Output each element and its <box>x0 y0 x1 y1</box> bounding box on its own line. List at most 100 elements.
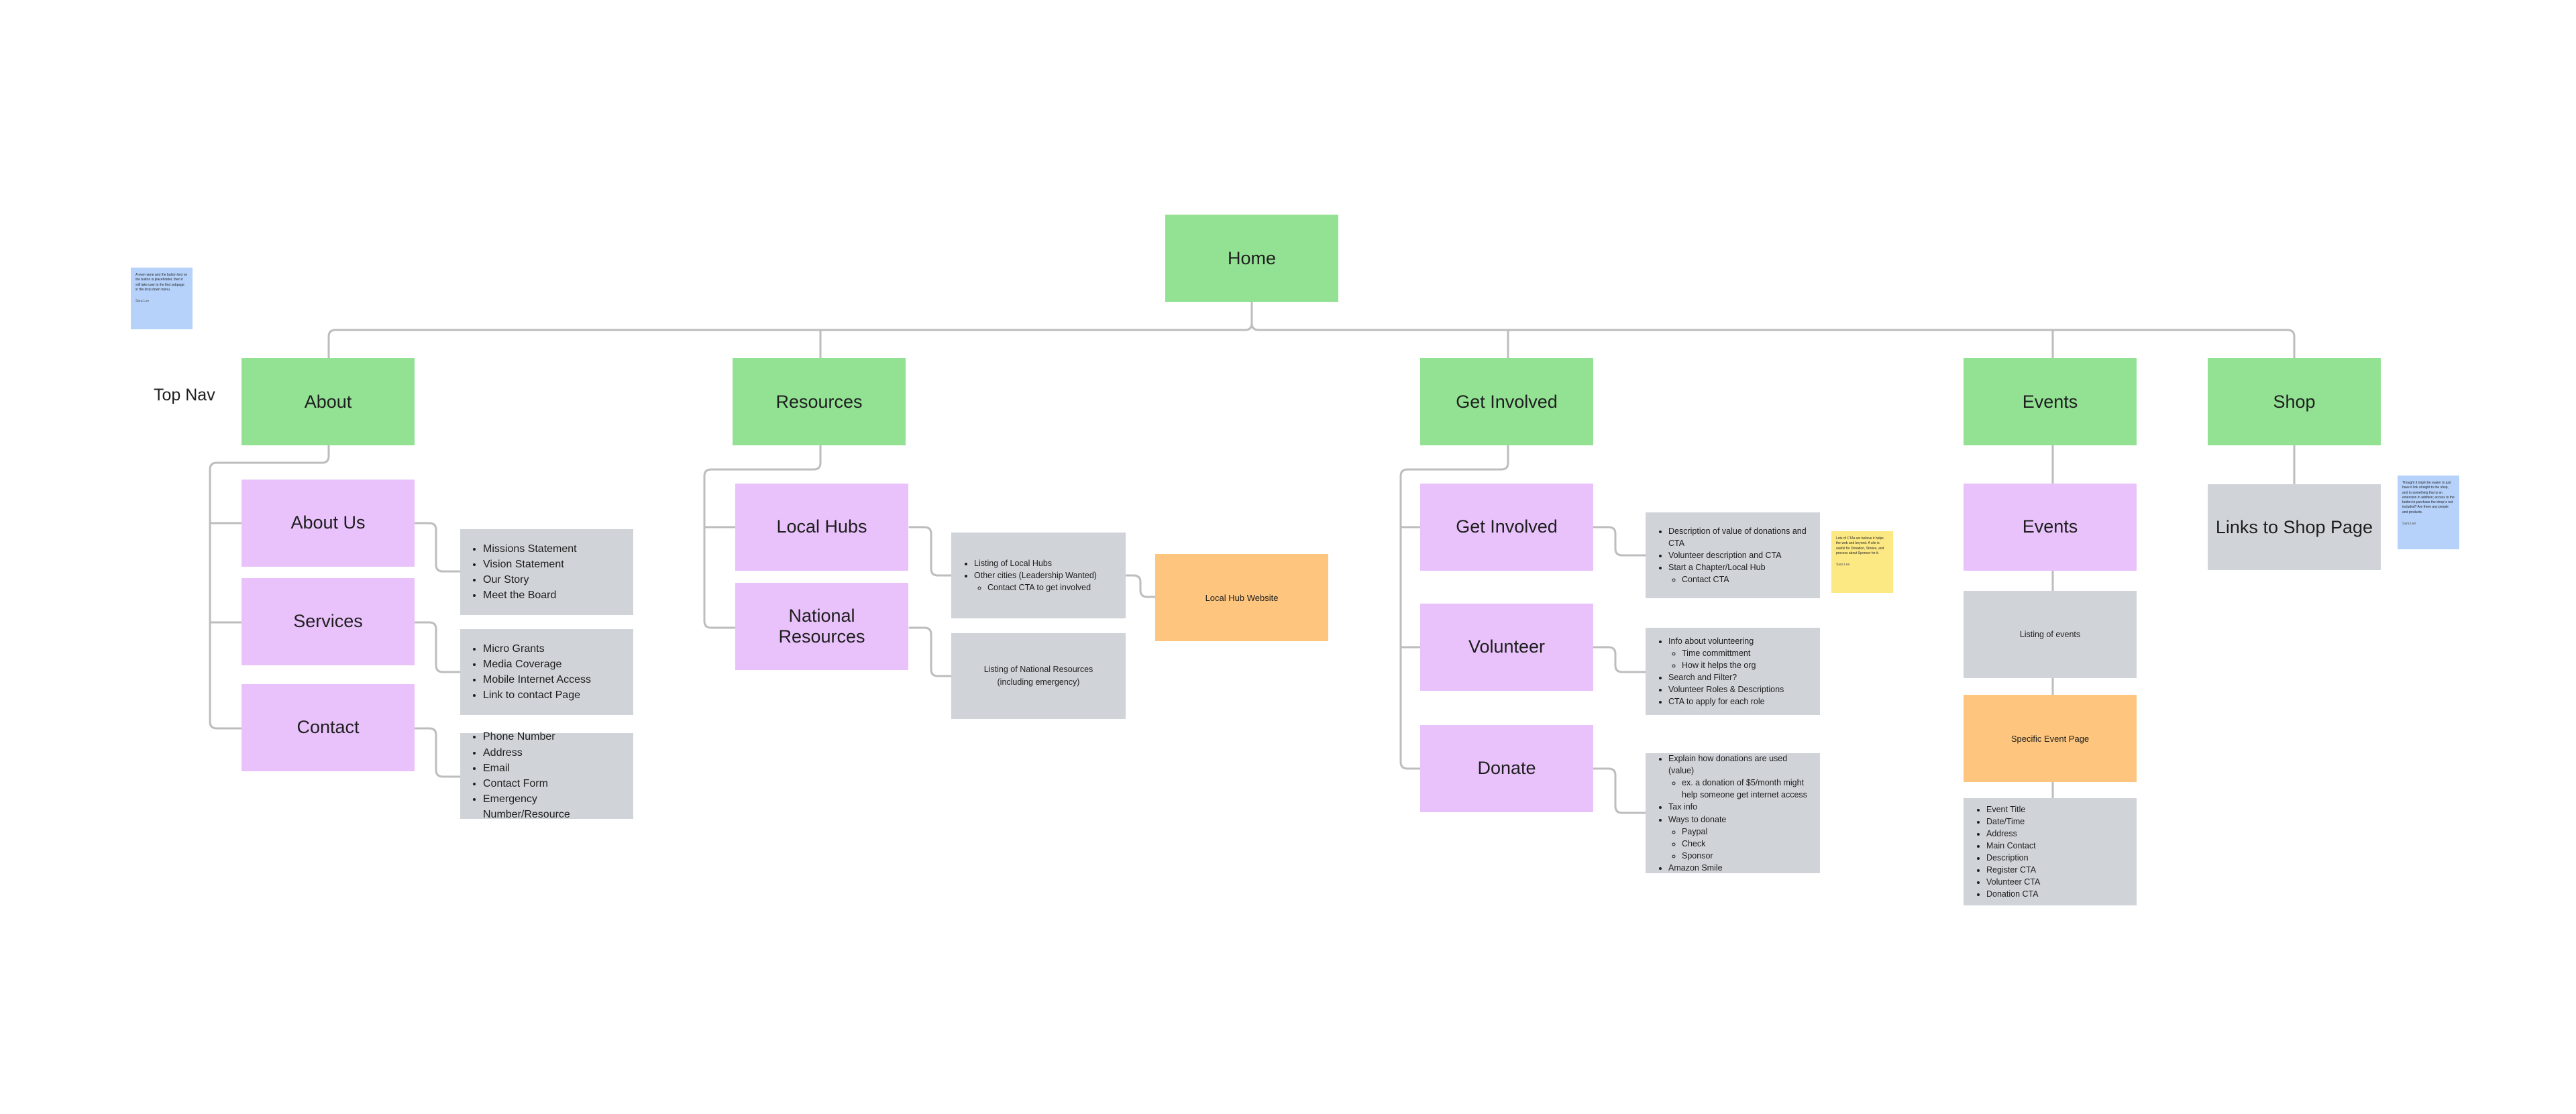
list-item: Address <box>1986 828 2040 840</box>
local-hubs-list: Listing of Local Hubs Other cities (Lead… <box>951 557 1097 594</box>
connector-about-us-list <box>414 522 462 573</box>
connector-about-trunk <box>209 444 330 730</box>
list-item: Mobile Internet Access <box>483 672 591 687</box>
list-item: Other cities (Leadership Wanted) Contact… <box>974 569 1097 594</box>
page-local-hubs[interactable]: Local Hubs <box>735 484 908 571</box>
list-item: Phone Number <box>483 729 621 744</box>
list-item: Amazon Smile <box>1668 862 1808 874</box>
about-us-list: Missions Statement Vision Statement Our … <box>460 541 577 604</box>
page-volunteer[interactable]: Volunteer <box>1420 604 1593 691</box>
page-services[interactable]: Services <box>241 578 415 665</box>
list-item: Main Contact <box>1986 840 2040 852</box>
shop-links-content: Links to Shop Page <box>2208 484 2381 570</box>
sticky-author: Sara Lee <box>2402 521 2416 526</box>
specific-event-page-node[interactable]: Specific Event Page <box>1964 695 2137 782</box>
list-item: Vision Statement <box>483 557 577 572</box>
list-item: Volunteer Roles & Descriptions <box>1668 683 1784 695</box>
list-item: Link to contact Page <box>483 687 591 703</box>
home-node[interactable]: Home <box>1165 215 1338 302</box>
events-listing-content: Listing of events <box>1964 591 2137 678</box>
donate-content: Explain how donations are used (value) e… <box>1646 753 1820 873</box>
local-hubs-content: Listing of Local Hubs Other cities (Lead… <box>951 533 1126 618</box>
list-item: Ways to donate Paypal Check Sponsor <box>1668 814 1808 862</box>
list-item: Register CTA <box>1986 864 2040 876</box>
connector-contact-list <box>414 727 462 778</box>
list-item: Time committment <box>1682 647 1784 659</box>
connector-home-nav-left <box>327 322 1253 359</box>
nav-about[interactable]: About <box>241 358 415 445</box>
list-item: Contact CTA <box>1682 573 1808 586</box>
top-nav-label: Top Nav <box>154 386 215 404</box>
list-item: Email <box>483 761 621 776</box>
list-item: Listing of Local Hubs <box>974 557 1097 569</box>
list-item: Sponsor <box>1682 850 1808 862</box>
list-item: Micro Grants <box>483 641 591 657</box>
event-details-content: Event Title Date/Time Address Main Conta… <box>1964 798 2137 905</box>
sticky-text: Thought it might be easier to just have … <box>2402 481 2455 514</box>
list-item: Description of value of donations and CT… <box>1668 525 1808 549</box>
nav-events[interactable]: Events <box>1964 358 2137 445</box>
list-item: Volunteer CTA <box>1986 876 2040 888</box>
list-item: ex. a donation of $5/month might help so… <box>1682 777 1808 801</box>
list-item: Tax info <box>1668 801 1808 813</box>
list-item: How it helps the org <box>1682 659 1784 671</box>
connector-resources-trunk <box>703 444 822 629</box>
connector-donate-list <box>1592 767 1647 814</box>
connector-volunteer-list <box>1592 646 1647 673</box>
list-item: Event Title <box>1986 803 2040 816</box>
list-item: Media Coverage <box>483 657 591 672</box>
page-donate[interactable]: Donate <box>1420 725 1593 812</box>
sticky-author: Sara Lee <box>1836 563 1850 567</box>
list-item: Start a Chapter/Local Hub Contact CTA <box>1668 561 1808 586</box>
list-item: Date/Time <box>1986 816 2040 828</box>
list-item: Check <box>1682 838 1808 850</box>
list-item: Missions Statement <box>483 541 577 557</box>
list-item: CTA to apply for each role <box>1668 695 1784 708</box>
local-hub-website-node[interactable]: Local Hub Website <box>1155 554 1328 641</box>
page-contact[interactable]: Contact <box>241 684 415 771</box>
services-content: Micro Grants Media Coverage Mobile Inter… <box>460 629 633 715</box>
nav-shop[interactable]: Shop <box>2208 358 2381 445</box>
list-item: Paypal <box>1682 826 1808 838</box>
sticky-text: Lots of CTAs we believe it helps the web… <box>1836 537 1884 555</box>
list-item: Volunteer description and CTA <box>1668 549 1808 561</box>
connector-hub-website <box>1124 574 1157 598</box>
connector-gi-list <box>1592 526 1647 557</box>
get-involved-list: Description of value of donations and CT… <box>1646 525 1808 586</box>
sticky-note-middle[interactable]: Lots of CTAs we believe it helps the web… <box>1831 531 1893 593</box>
nav-get-involved[interactable]: Get Involved <box>1420 358 1593 445</box>
list-item: Description <box>1986 852 2040 864</box>
sticky-note-left[interactable]: A new name and the button text on the bu… <box>131 268 193 329</box>
list-item: Contact CTA to get involved <box>987 581 1097 594</box>
contact-content: Phone Number Address Email Contact Form … <box>460 731 633 820</box>
about-us-content: Missions Statement Vision Statement Our … <box>460 529 633 615</box>
sticky-note-right[interactable]: Thought it might be easier to just have … <box>2398 476 2459 549</box>
list-item: Address <box>483 745 621 761</box>
services-list: Micro Grants Media Coverage Mobile Inter… <box>460 641 591 704</box>
list-item: Meet the Board <box>483 588 577 603</box>
page-get-involved[interactable]: Get Involved <box>1420 484 1593 571</box>
get-involved-content: Description of value of donations and CT… <box>1646 512 1820 598</box>
connector-local-hubs-list <box>908 526 953 577</box>
contact-list: Phone Number Address Email Contact Form … <box>460 729 621 822</box>
donate-list: Explain how donations are used (value) e… <box>1646 753 1808 874</box>
volunteer-content: Info about volunteering Time committment… <box>1646 628 1820 715</box>
national-resources-content: Listing of National Resources (including… <box>951 633 1126 719</box>
list-item: Donation CTA <box>1986 888 2040 900</box>
list-item: Our Story <box>483 572 577 588</box>
sticky-text: A new name and the button text on the bu… <box>136 273 188 292</box>
page-events[interactable]: Events <box>1964 484 2137 571</box>
volunteer-list: Info about volunteering Time committment… <box>1646 635 1784 708</box>
list-item: Contact Form <box>483 776 621 791</box>
list-item: Emergency Number/Resource <box>483 791 621 822</box>
nav-resources[interactable]: Resources <box>733 358 906 445</box>
list-item: Search and Filter? <box>1668 671 1784 683</box>
sticky-author: Sara Lee <box>136 299 150 303</box>
list-item: Explain how donations are used (value) e… <box>1668 753 1808 801</box>
connector-national-list <box>908 626 953 677</box>
page-about-us[interactable]: About Us <box>241 480 415 567</box>
connector-get-involved-trunk <box>1399 444 1509 770</box>
connector-home-nav <box>1250 301 2296 359</box>
page-national-resources[interactable]: National Resources <box>735 583 908 670</box>
